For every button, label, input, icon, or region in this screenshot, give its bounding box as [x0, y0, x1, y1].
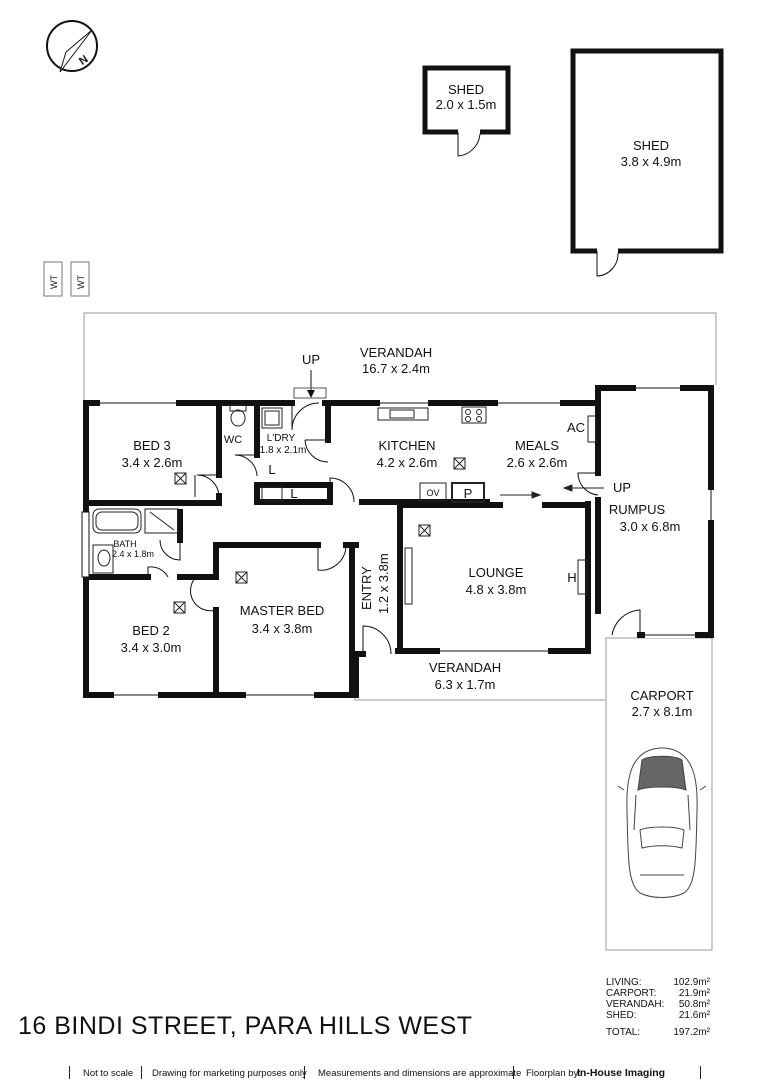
area-row-total: TOTAL: 197.2m²	[606, 1027, 710, 1038]
marketing-note: Drawing for marketing purposes only	[152, 1068, 307, 1079]
small-shed-name: SHED	[448, 82, 484, 97]
footer-divider	[513, 1066, 514, 1079]
meals-dims: 2.6 x 2.6m	[507, 455, 568, 470]
rear-verandah-name: VERANDAH	[360, 345, 432, 360]
footer-divider	[304, 1066, 305, 1079]
lounge-name: LOUNGE	[469, 565, 524, 580]
small-shed-dims: 2.0 x 1.5m	[436, 97, 497, 112]
front-verandah-dims: 6.3 x 1.7m	[435, 677, 496, 692]
floorplan-by-label: Floorplan by:	[526, 1068, 581, 1079]
laundry-name: L'DRY	[267, 433, 296, 444]
bed3-dims: 3.4 x 2.6m	[122, 455, 183, 470]
rear-step-arrow-icon	[293, 370, 327, 399]
area-row-carport: CARPORT: 21.9m²	[606, 988, 710, 999]
area-value: 21.9m²	[678, 988, 710, 999]
area-row-shed: SHED: 21.6m²	[606, 1010, 710, 1021]
laundry-dims: 1.8 x 2.1m	[260, 445, 307, 456]
car-icon	[617, 747, 707, 898]
carport-outline	[605, 637, 713, 951]
footer-disclaimer: Not to scale Drawing for marketing purpo…	[66, 1065, 706, 1079]
oven-label: OV	[426, 488, 439, 498]
area-label: CARPORT:	[606, 988, 657, 999]
rumpus-up-label: UP	[613, 480, 631, 495]
door-swings	[147, 402, 641, 655]
bath-dims: 2.4 x 1.8m	[112, 549, 154, 559]
master-bed-dims: 3.4 x 3.8m	[252, 621, 313, 636]
area-value: 50.8m²	[678, 999, 710, 1010]
compass-icon: N	[46, 20, 98, 73]
rear-verandah-dims: 16.7 x 2.4m	[362, 361, 430, 376]
small-shed	[422, 65, 511, 157]
large-shed	[570, 48, 724, 277]
windows	[81, 385, 714, 698]
fixtures	[92, 404, 604, 614]
rumpus-dims: 3.0 x 6.8m	[620, 519, 681, 534]
carport-name: CARPORT	[630, 688, 693, 703]
bed3-name: BED 3	[133, 438, 171, 453]
area-label: SHED:	[606, 1010, 637, 1021]
company-name: In-House Imaging	[577, 1067, 666, 1079]
meals-name: MEALS	[515, 438, 559, 453]
water-tank-1-label: WT	[49, 275, 59, 289]
lounge-dims: 4.8 x 3.8m	[466, 582, 527, 597]
property-address: 16 BINDI STREET, PARA HILLS WEST	[18, 1012, 473, 1040]
bath-name: BATH	[113, 539, 136, 549]
bed2-dims: 3.4 x 3.0m	[121, 640, 182, 655]
area-row-living: LIVING: 102.9m²	[606, 977, 710, 988]
rumpus-name: RUMPUS	[609, 502, 666, 517]
wc-label: WC	[224, 434, 242, 446]
large-shed-name: SHED	[633, 138, 669, 153]
footer-divider	[69, 1066, 70, 1079]
total-value: 197.2m²	[673, 1027, 710, 1038]
kitchen-dims: 4.2 x 2.6m	[377, 455, 438, 470]
footer-divider	[141, 1066, 142, 1079]
not-to-scale-note: Not to scale	[83, 1068, 134, 1079]
rear-verandah-outline	[83, 312, 717, 403]
kitchen-name: KITCHEN	[378, 438, 435, 453]
water-tank-2	[70, 261, 90, 297]
measurements-note: Measurements and dimensions are approxim…	[318, 1068, 522, 1079]
entry-name: ENTRY	[359, 566, 374, 610]
large-shed-dims: 3.8 x 4.9m	[621, 154, 682, 169]
area-row-verandah: VERANDAH: 50.8m²	[606, 999, 710, 1010]
rear-up-label: UP	[302, 352, 320, 367]
area-label: LIVING:	[606, 977, 642, 988]
water-tank-1	[43, 261, 63, 297]
pantry-label: P	[464, 486, 473, 501]
front-verandah-name: VERANDAH	[429, 660, 501, 675]
area-summary: LIVING: 102.9m² CARPORT: 21.9m² VERANDAH…	[606, 977, 710, 1038]
entry-dims: 1.2 x 3.8m	[376, 553, 391, 614]
area-label: VERANDAH:	[606, 999, 665, 1010]
area-value: 102.9m²	[673, 977, 710, 988]
water-tank-2-label: WT	[76, 275, 86, 289]
master-bed-name: MASTER BED	[240, 603, 325, 618]
carport-dims: 2.7 x 8.1m	[632, 704, 693, 719]
ac-label: AC	[567, 420, 585, 435]
area-value: 21.6m²	[678, 1010, 710, 1021]
footer-divider	[700, 1066, 701, 1079]
bed2-name: BED 2	[132, 623, 170, 638]
linen-2-label: L	[290, 486, 297, 501]
heater-label: H	[567, 570, 576, 585]
total-label: TOTAL:	[606, 1027, 641, 1038]
linen-1-label: L	[268, 462, 275, 477]
